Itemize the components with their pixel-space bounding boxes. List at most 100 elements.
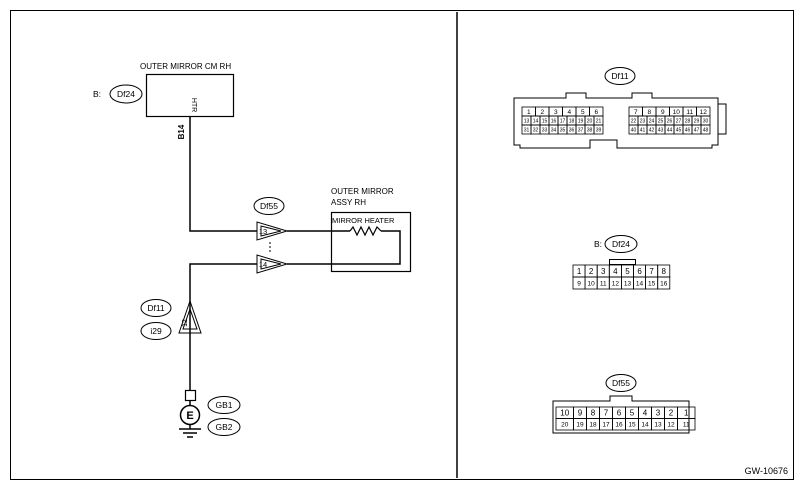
df55-view-oval [605, 374, 637, 392]
df24-view-label: Df24 [612, 239, 630, 249]
df11-pin-22: 22 [631, 118, 637, 124]
df55-pin-8: 8 [591, 409, 596, 418]
df24-view-oval [604, 235, 638, 253]
df11-pin-1: 1 [527, 109, 531, 116]
df11-pin-8: 8 [647, 109, 651, 116]
df11-pin-31: 31 [524, 127, 530, 133]
df55-pin-15: 15 [628, 422, 636, 429]
ground-label-2: GB2 [215, 422, 232, 432]
df11-pin-30: 30 [703, 118, 709, 124]
ground-terminal [184, 389, 197, 402]
df11-pin-41: 41 [640, 127, 646, 133]
wire-b14 [189, 116, 257, 232]
df24-pin-2: 2 [589, 267, 594, 276]
df11-pin-36: 36 [569, 127, 575, 133]
df11-pin-25: 25 [658, 118, 664, 124]
df24-pin-9: 9 [577, 280, 581, 287]
ground-circle [179, 404, 201, 426]
df24-pin-7: 7 [649, 267, 654, 276]
df11-pin-24: 24 [649, 118, 655, 124]
df11-pin-13: 13 [524, 118, 530, 124]
df11-pin-29: 29 [694, 118, 700, 124]
df11-pin-37: 37 [578, 127, 584, 133]
df11-pin-21: 21 [596, 118, 602, 124]
df24-pin-1: 1 [577, 267, 582, 276]
ecm-prefix: B: [93, 89, 101, 99]
df55-pin-17: 17 [602, 422, 610, 429]
df55-view-label: Df55 [612, 378, 630, 388]
assy-title-2: ASSY RH [331, 198, 366, 207]
df11-pin-3: 3 [554, 109, 558, 116]
diagram-frame [10, 10, 794, 480]
wire-label: B14 [177, 124, 186, 139]
wire-ground-feed [189, 263, 257, 333]
df11-pin-46: 46 [685, 127, 691, 133]
df24-pin-12: 12 [612, 280, 620, 287]
df11-pin-26: 26 [667, 118, 673, 124]
df55-pin-12: 12 [667, 422, 675, 429]
df11-pin-39-cell [593, 124, 604, 135]
df11-pin-32: 32 [533, 127, 539, 133]
df55-pin-3: 3 [656, 409, 661, 418]
df11-latch [717, 103, 727, 135]
df11-pin-20: 20 [587, 118, 593, 124]
assy-title-1: OUTER MIRROR [331, 187, 394, 196]
df11-pin-33: 33 [542, 127, 548, 133]
df24-view-prefix: B: [594, 239, 602, 249]
df11-pin-7: 7 [634, 109, 638, 116]
relay-pin-13: 13 [259, 227, 267, 236]
df55-pin-13: 13 [654, 422, 662, 429]
df11-pin-14: 14 [533, 118, 539, 124]
ground-symbol: E [186, 410, 193, 422]
df55-pin-2: 2 [669, 409, 674, 418]
df55-pin-9: 9 [578, 409, 583, 418]
df24-pin-3: 3 [601, 267, 606, 276]
df11-pin-45: 45 [676, 127, 682, 133]
df11-pin-47: 47 [694, 127, 700, 133]
df55-pin-16: 16 [615, 422, 623, 429]
df11-pin-48: 48 [703, 127, 709, 133]
ecm-pin-label: HTR [190, 98, 197, 112]
df11-pin-42: 42 [649, 127, 655, 133]
df55-pin-7: 7 [604, 409, 609, 418]
df55-pin-18: 18 [589, 422, 597, 429]
df24-pin-16-cell [657, 276, 671, 290]
figure-id: GW-10676 [745, 466, 788, 476]
df11-housing [513, 92, 719, 149]
df11-pin-27: 27 [676, 118, 682, 124]
df55-pin-19: 19 [576, 422, 584, 429]
relay-connector-label: Df55 [260, 201, 278, 211]
ecm-title: OUTER MIRROR CM RH [140, 62, 231, 71]
df11-pin-5: 5 [581, 109, 585, 116]
df11-pin-11: 11 [686, 109, 693, 116]
df24-pin-6: 6 [637, 267, 642, 276]
df11-pin-17: 17 [560, 118, 566, 124]
df11-pin-9: 9 [661, 109, 665, 116]
df24-pin-10: 10 [588, 280, 596, 287]
df11-pin-23: 23 [640, 118, 646, 124]
df55-pin-5: 5 [630, 409, 635, 418]
joint-connector-label-a: Df11 [147, 303, 165, 313]
relay-pin-14: 14 [259, 260, 267, 269]
pin-arrow-14 [256, 254, 289, 274]
df11-pin-10: 10 [673, 109, 681, 116]
ecm-connector-oval [109, 84, 143, 104]
df55-pin-6: 6 [617, 409, 622, 418]
ground-label-1: GB1 [215, 400, 232, 410]
df11-view-label: Df11 [611, 71, 629, 81]
df11-pin-6: 6 [594, 109, 598, 116]
ecm-box [145, 73, 235, 118]
df11-pin-38: 38 [587, 127, 593, 133]
df11-pin-18: 18 [569, 118, 575, 124]
df24-key [609, 259, 636, 265]
ecm-connector-label: Df24 [117, 89, 135, 99]
df11-pin-34: 34 [551, 127, 557, 133]
joint-connector-oval-b [140, 322, 172, 340]
df11-pin-43: 43 [658, 127, 664, 133]
df11-pin-12: 12 [700, 109, 708, 116]
relay-connector-oval [253, 197, 285, 215]
mirror-heater-label: MIRROR HEATER [332, 216, 395, 225]
